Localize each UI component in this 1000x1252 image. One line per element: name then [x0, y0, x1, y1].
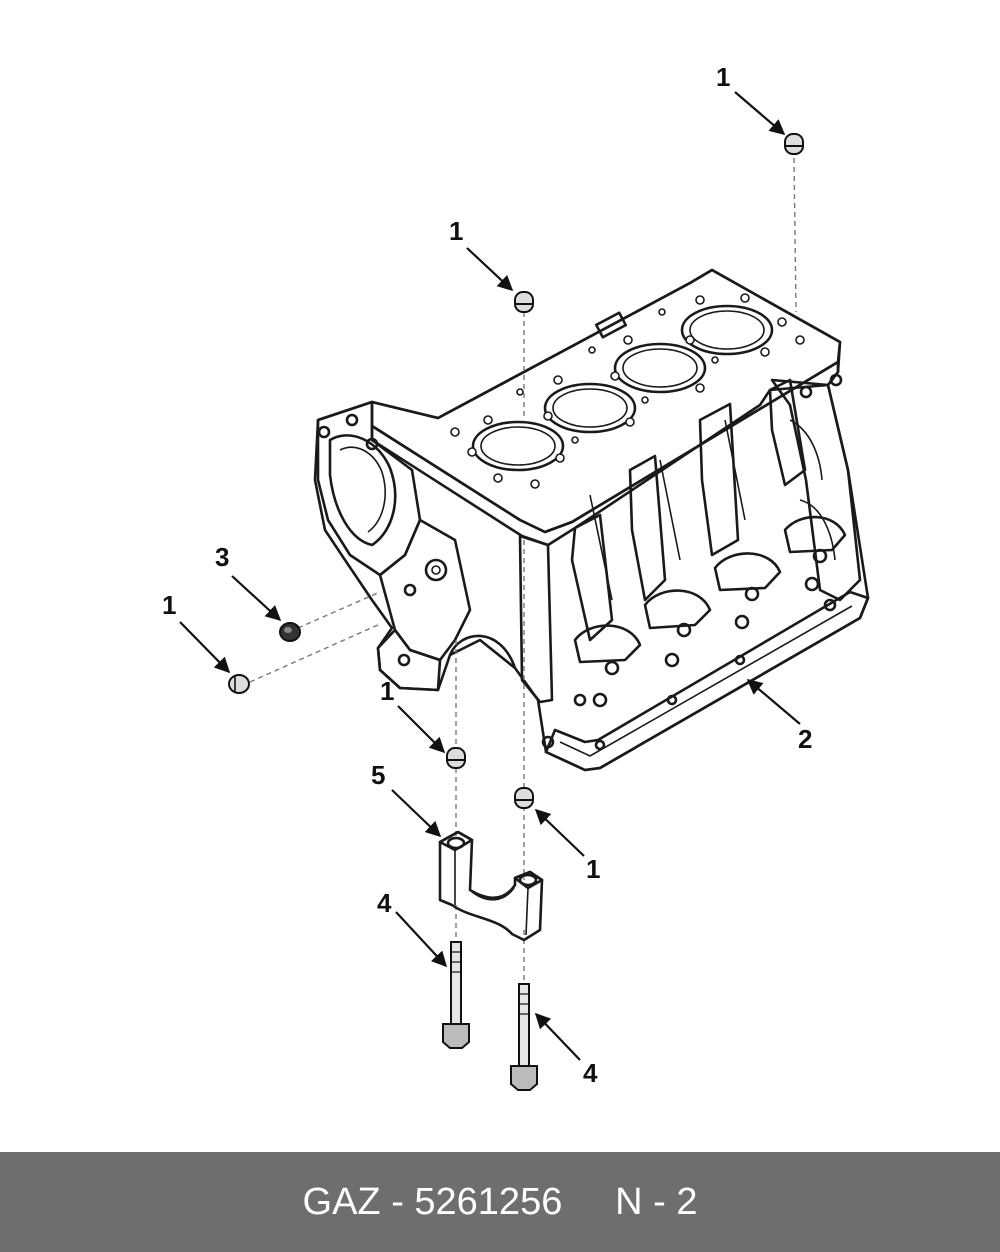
- dowel-pin-top-right: [784, 133, 804, 155]
- main-bearing-bolt-left: [442, 941, 470, 1049]
- callout-labels: 1 1 3 1 1 2 5 1 4 4: [162, 62, 812, 1088]
- callout-3: 3: [215, 542, 229, 572]
- callout-1-left: 1: [162, 590, 176, 620]
- plug: [279, 622, 301, 642]
- callout-1-top-mid: 1: [449, 216, 463, 246]
- engine-block: [313, 268, 870, 772]
- callout-1-top-right: 1: [716, 62, 730, 92]
- bearing-cap: [438, 830, 544, 942]
- dowel-pin-left: [228, 674, 250, 694]
- callout-4-right: 4: [583, 1058, 598, 1088]
- leader-arrows: [179, 91, 801, 1061]
- footer-bar: GAZ - 5261256 N - 2: [0, 1152, 1000, 1252]
- exploded-parts-diagram: 1 1 3 1 1 2 5 1 4 4: [162, 62, 870, 1091]
- dowel-pin-lower-right: [514, 787, 534, 809]
- cylinder-bores: [471, 304, 774, 472]
- assembly-lines: [249, 157, 797, 985]
- callout-1-lower-right: 1: [586, 854, 600, 884]
- main-bearing-bolt-right: [510, 983, 538, 1091]
- bearing-bulkheads: [573, 515, 847, 708]
- dowel-pin-top-mid: [514, 291, 534, 313]
- callout-1-lower-left: 1: [380, 676, 394, 706]
- callout-5: 5: [371, 760, 385, 790]
- part-number-label: GAZ - 5261256 N - 2: [302, 1180, 698, 1223]
- callout-2: 2: [798, 724, 812, 754]
- dowel-pin-lower-left: [446, 747, 466, 769]
- callout-4-left: 4: [377, 888, 392, 918]
- deck-holes: [450, 293, 805, 489]
